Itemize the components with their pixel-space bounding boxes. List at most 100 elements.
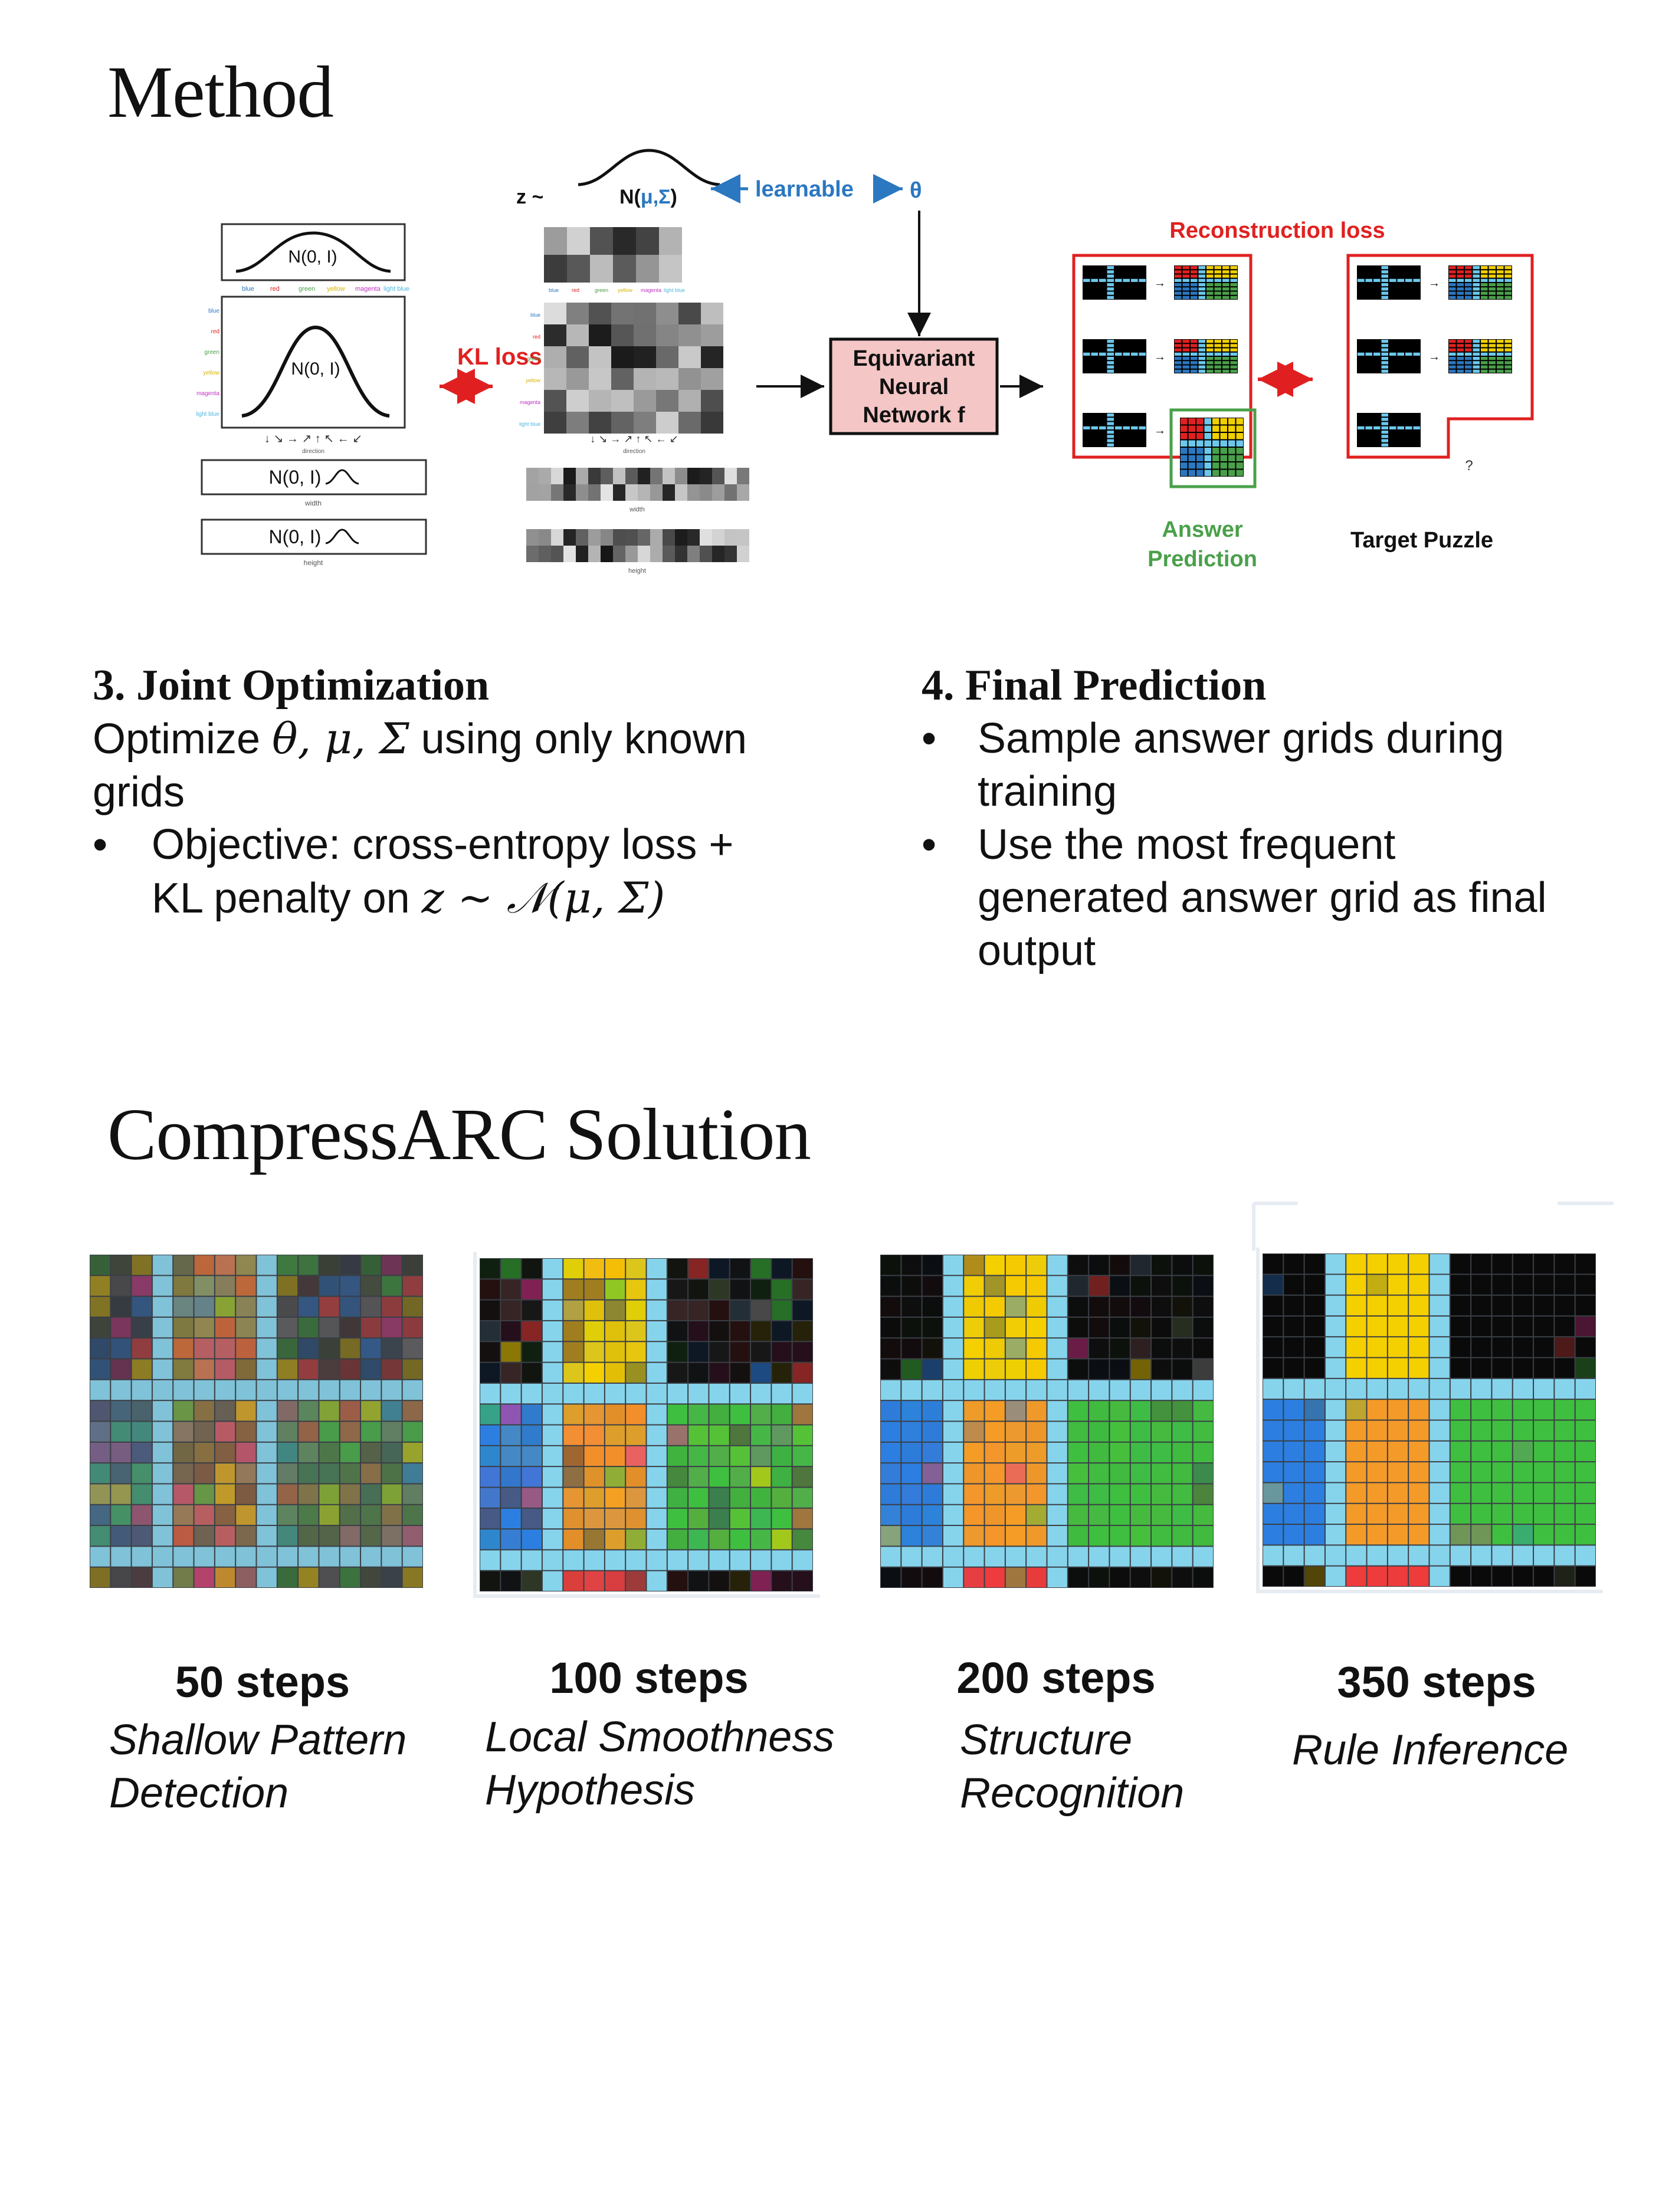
mini-cell <box>1405 287 1412 291</box>
grid-cell <box>1430 1337 1450 1357</box>
mini-cell <box>1228 425 1235 432</box>
grid-cell <box>1005 1505 1026 1525</box>
grid-cell <box>901 1422 922 1442</box>
grid-cell <box>1430 1358 1450 1378</box>
axis-direction: direction <box>302 448 324 455</box>
grid-cell <box>563 1508 583 1529</box>
grid-cell <box>90 1505 110 1525</box>
grid-cell <box>194 1505 214 1525</box>
grid-cell <box>215 1505 235 1525</box>
mini-cell <box>1182 274 1189 278</box>
heat-cell <box>566 390 589 412</box>
grid-cell <box>1388 1358 1408 1378</box>
grid-cell <box>1263 1254 1283 1274</box>
mini-cell <box>1188 470 1195 476</box>
grid-cell <box>1346 1462 1366 1482</box>
mini-cell <box>1228 418 1235 425</box>
mini-cell <box>1413 418 1420 421</box>
grid-cell <box>1450 1420 1471 1440</box>
mini-cell <box>1139 348 1146 352</box>
mini-cell <box>1373 283 1381 287</box>
grid-cell <box>1346 1337 1366 1357</box>
grid-cell <box>1367 1254 1387 1274</box>
heat-cell <box>701 324 723 346</box>
mini-cell <box>1457 352 1464 356</box>
mini-cell <box>1182 361 1189 365</box>
grid-cell <box>319 1317 339 1338</box>
mini-cell <box>1198 357 1205 360</box>
grid-cell <box>1304 1420 1324 1440</box>
grid-cell <box>1193 1401 1213 1421</box>
grid-cell <box>1172 1255 1192 1275</box>
grid-cell <box>1575 1275 1595 1295</box>
mini-cell <box>1397 369 1404 373</box>
grid-cell <box>730 1321 750 1341</box>
mini-cell <box>1373 435 1381 438</box>
mini-cell <box>1214 274 1221 278</box>
grid-cell <box>730 1550 750 1570</box>
mini-cell <box>1198 365 1205 369</box>
grid-cell <box>1534 1566 1554 1586</box>
mini-cell <box>1083 422 1090 425</box>
grid-cell <box>277 1297 298 1317</box>
mini-cell <box>1365 426 1372 429</box>
grid-cell <box>1047 1422 1067 1442</box>
grid-cell <box>667 1571 688 1591</box>
grid-cell <box>236 1317 256 1338</box>
grid-cell <box>792 1530 812 1550</box>
axis-color-label: light blue <box>519 421 540 427</box>
grid-cell <box>1130 1255 1151 1275</box>
mini-cell <box>1091 340 1098 343</box>
grid-cell <box>111 1317 131 1338</box>
mini-cell <box>1389 287 1396 291</box>
mini-cell <box>1497 270 1504 274</box>
mini-cell <box>1214 270 1221 274</box>
grid-cell <box>1005 1442 1026 1463</box>
mini-cell <box>1373 422 1381 425</box>
grid-cell <box>647 1342 667 1362</box>
heat-cell <box>539 468 551 484</box>
grid-cell <box>340 1422 360 1442</box>
grid-cell <box>563 1404 583 1425</box>
grid-cell <box>1152 1484 1172 1504</box>
grid-cell <box>402 1276 422 1296</box>
grid-cell <box>501 1300 521 1320</box>
grid-cell <box>901 1442 922 1463</box>
grid-cell <box>1005 1463 1026 1484</box>
grid-cell <box>236 1276 256 1296</box>
grid-cell <box>1450 1462 1471 1482</box>
grid-cell <box>1346 1358 1366 1378</box>
bullet-dot: • <box>922 715 937 762</box>
grid-cell <box>1193 1359 1213 1379</box>
prior-height-box: N(0, I) height <box>201 518 427 567</box>
grid-cell <box>480 1425 500 1445</box>
mini-cell <box>1230 270 1237 274</box>
grid-cell <box>1130 1338 1151 1358</box>
grid-cell <box>792 1446 812 1466</box>
grid-cell <box>1430 1275 1450 1295</box>
mini-cell <box>1473 357 1480 360</box>
grid-cell <box>1534 1275 1554 1295</box>
grid-cell <box>584 1446 604 1466</box>
grid-cell <box>709 1508 729 1529</box>
grid-cell <box>730 1467 750 1487</box>
heat-cell <box>563 529 576 546</box>
mini-cell <box>1115 422 1122 425</box>
grid-cell <box>964 1463 984 1484</box>
mini-cell <box>1115 296 1122 299</box>
caption-200: Structure Recognition <box>960 1714 1290 1820</box>
grid-cell <box>1068 1442 1088 1463</box>
grid-cell <box>1492 1400 1512 1420</box>
grid-cell <box>90 1317 110 1338</box>
grid-cell <box>1450 1525 1471 1545</box>
grid-cell <box>1089 1317 1109 1338</box>
grid-cell <box>542 1425 563 1445</box>
grid-cell <box>922 1317 942 1338</box>
mini-cell <box>1465 344 1472 347</box>
heat-cell <box>712 484 724 501</box>
mini-cell <box>1397 426 1404 429</box>
grid-cell <box>626 1550 646 1570</box>
grid-cell <box>772 1467 792 1487</box>
mini-cell <box>1115 348 1122 352</box>
grid-cell <box>340 1338 360 1358</box>
